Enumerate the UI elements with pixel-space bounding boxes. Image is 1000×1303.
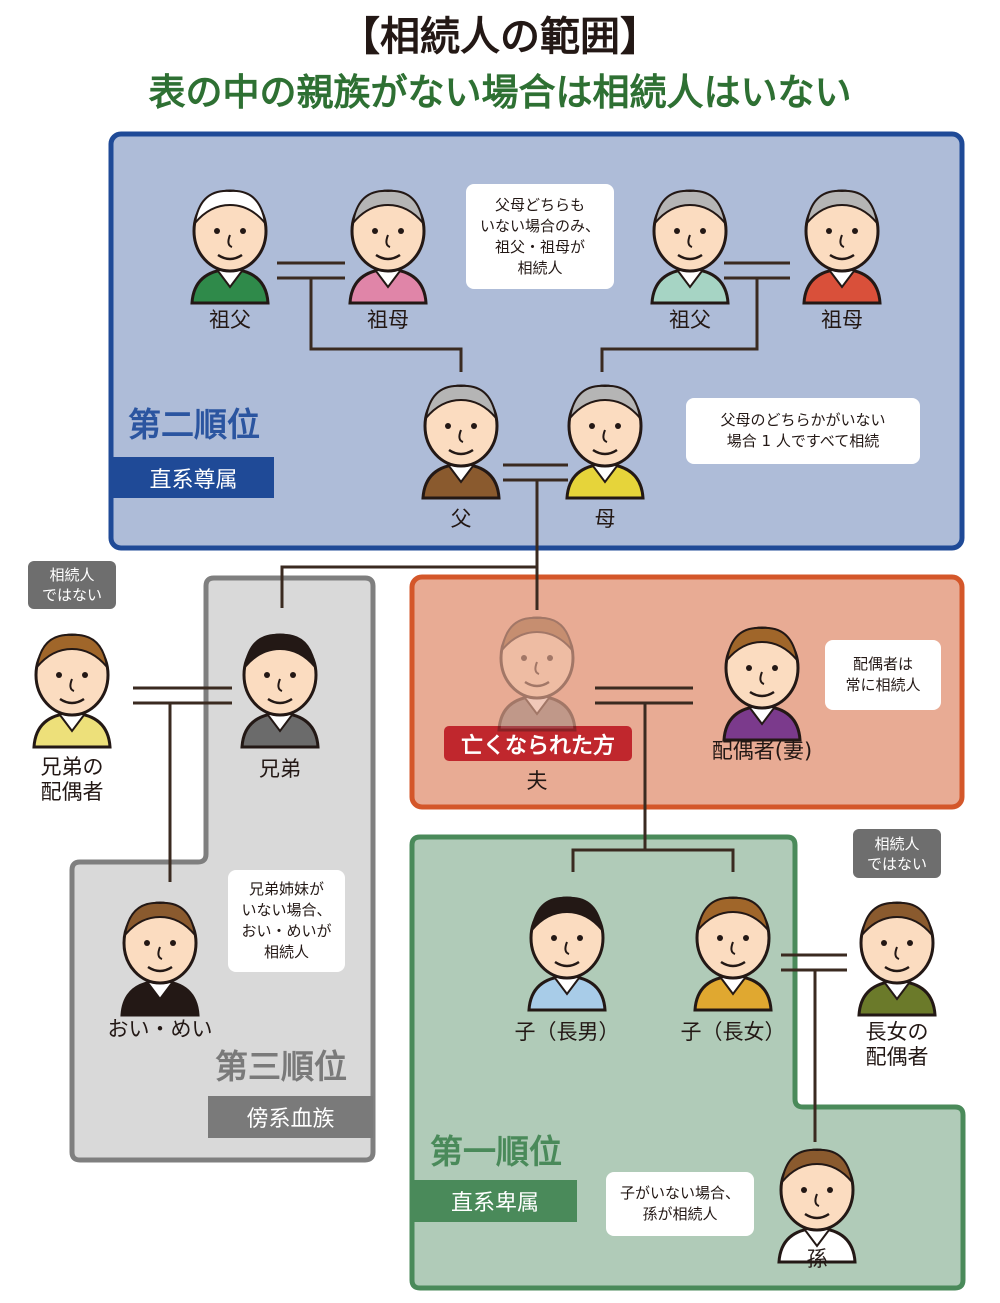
nephew-niece-label: おい・めい <box>107 1017 213 1041</box>
eldest-son-icon <box>517 890 617 1012</box>
second-rank-tag: 直系尊属 <box>113 457 274 498</box>
deceased-tag: 亡くなられた方 <box>444 726 632 761</box>
grandfather-maternal-icon <box>640 183 740 305</box>
first-rank-tag: 直系卑属 <box>413 1180 577 1222</box>
bubble-nephew: 兄弟姉妹が いない場合、 おい・めいが 相続人 <box>228 870 345 972</box>
mother-icon <box>555 378 655 500</box>
grandmother-paternal-label: 祖母 <box>367 308 409 332</box>
second-rank-title: 第二順位 <box>128 405 260 444</box>
daughter-spouse-icon <box>847 895 947 1017</box>
brother-icon <box>230 627 330 749</box>
wife-icon <box>712 620 812 742</box>
grandmother-maternal-label: 祖母 <box>821 308 863 332</box>
bubble-parents: 父母のどちらかがいない 場合 1 人ですべて相続 <box>686 398 920 464</box>
grandmother-paternal-icon <box>338 183 438 305</box>
bubble-spouse: 配偶者は 常に相続人 <box>825 640 941 710</box>
not-heir-badge-sibling-spouse: 相続人 ではない <box>28 561 116 609</box>
bubble-grandchild: 子がいない場合、 孫が相続人 <box>606 1172 754 1236</box>
third-rank-title: 第三順位 <box>215 1047 347 1086</box>
nephew-niece-icon <box>110 895 210 1017</box>
grandchild-icon <box>767 1142 867 1264</box>
sibling-spouse-label: 兄弟の 配偶者 <box>40 755 104 804</box>
grandmother-maternal-icon <box>792 183 892 305</box>
daughter-spouse-label: 長女の 配偶者 <box>865 1020 929 1069</box>
page-title: 【相続人の範囲】 <box>340 14 660 60</box>
grandfather-paternal-icon <box>180 183 280 305</box>
father-label: 父 <box>450 507 472 531</box>
mother-label: 母 <box>594 507 616 531</box>
wife-label: 配偶者(妻) <box>711 739 813 763</box>
page-subtitle: 表の中の親族がない場合は相続人はいない <box>148 71 852 114</box>
father-icon <box>411 378 511 500</box>
bubble-grandparents: 父母どちらも いない場合のみ、 祖父・祖母が 相続人 <box>466 184 614 289</box>
first-rank-title: 第一順位 <box>430 1132 562 1171</box>
deceased-husband-icon <box>487 610 587 732</box>
brother-label: 兄弟 <box>259 757 301 781</box>
third-rank-tag: 傍系血族 <box>208 1096 373 1138</box>
family-lines <box>133 261 847 1142</box>
eldest-son-label: 子（長男） <box>514 1020 620 1044</box>
sibling-spouse-icon <box>22 627 122 749</box>
eldest-daughter-label: 子（長女） <box>680 1020 786 1044</box>
grandfather-paternal-label: 祖父 <box>209 308 251 332</box>
not-heir-badge-daughter-spouse: 相続人 ではない <box>853 829 941 878</box>
eldest-daughter-icon <box>683 890 783 1012</box>
grandfather-maternal-label: 祖父 <box>669 308 711 332</box>
deceased-husband-label: 夫 <box>526 769 548 793</box>
grandchild-label: 孫 <box>806 1247 828 1271</box>
